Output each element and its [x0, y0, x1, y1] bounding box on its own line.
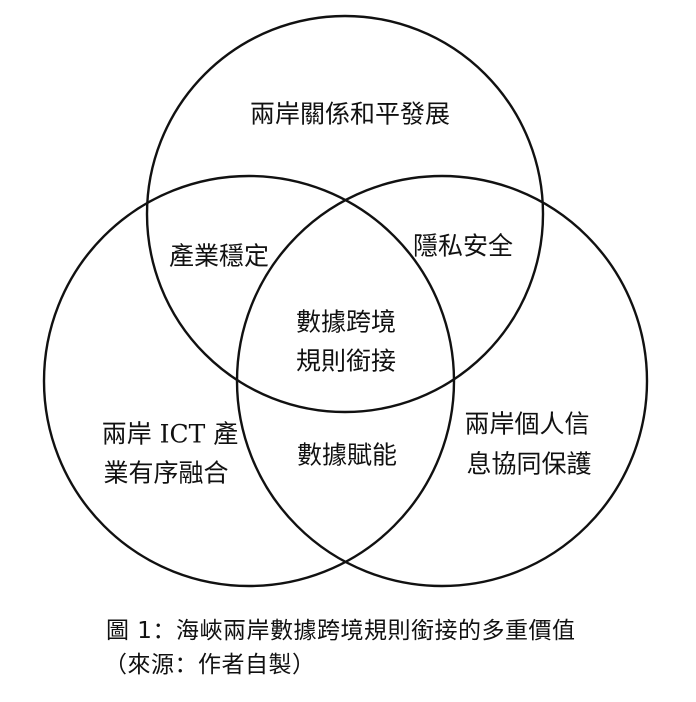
- circle-right: [235, 174, 649, 588]
- venn-diagram: 兩岸關係和平發展 產業穩定 隱私安全 數據跨境 規則銜接 兩岸 ICT 產 業有…: [42, 14, 649, 588]
- label-left-only-line-1: 兩岸 ICT 產: [102, 420, 239, 449]
- label-left-right: 數據賦能: [297, 441, 397, 470]
- label-right-only-line-1: 兩岸個人信: [464, 410, 589, 439]
- label-center-line-2: 規則銜接: [296, 347, 396, 376]
- label-top-right: 隱私安全: [413, 232, 513, 261]
- label-left-only-line-2: 業有序融合: [103, 459, 228, 488]
- circle-top: [145, 14, 545, 414]
- circle-left: [42, 174, 456, 588]
- label-right-only-line-2: 息協同保護: [466, 450, 591, 479]
- label-top-left: 產業穩定: [169, 242, 269, 271]
- label-center-line-1: 數據跨境: [296, 308, 396, 337]
- figure-caption-title: 圖 1：海峽兩岸數據跨境規則銜接的多重價值: [106, 618, 576, 644]
- figure-caption-source: （來源：作者自製）: [104, 652, 316, 678]
- label-top-only: 兩岸關係和平發展: [250, 100, 450, 129]
